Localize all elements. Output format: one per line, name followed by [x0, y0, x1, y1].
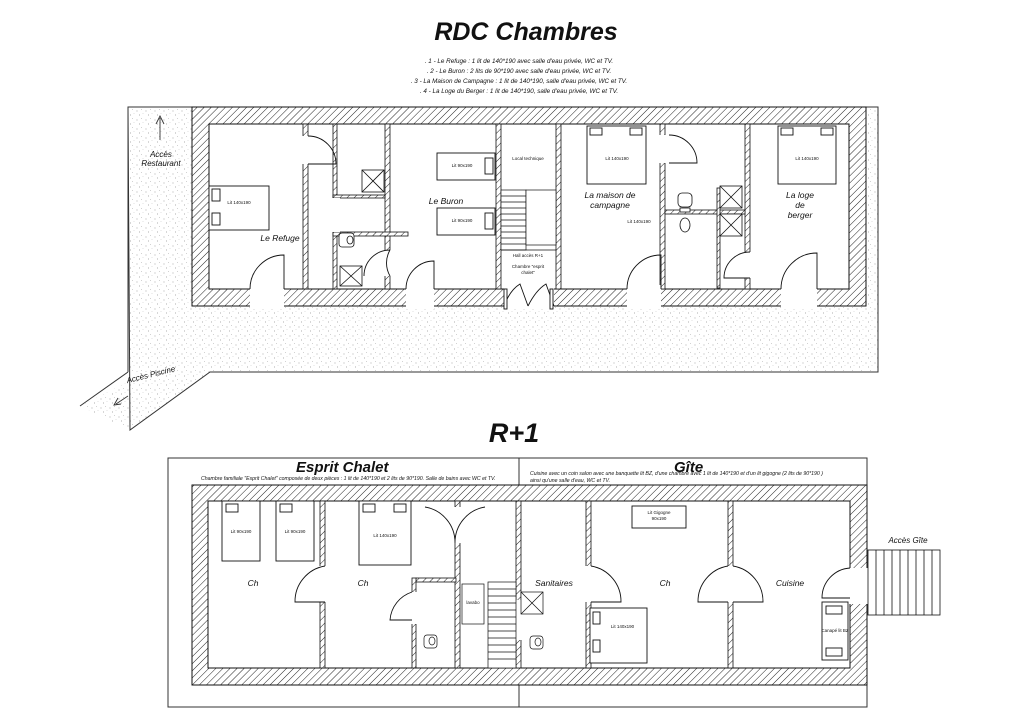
room-label-ch2: Ch — [357, 578, 369, 588]
local-technique-label: Local technique — [512, 156, 544, 161]
bed-label-refuge: Lit 140x190 — [227, 200, 251, 205]
bed-label-buron-2: Lit 90x190 — [451, 218, 473, 223]
bed-label-c: Lit 140x190 — [373, 533, 397, 538]
bed-label-loge: Lit 140x190 — [795, 156, 819, 161]
acces-gite-label: Accès Gîte — [888, 536, 928, 545]
room-label-buron: Le Buron — [428, 196, 464, 206]
room-label-ch1: Ch — [247, 578, 259, 588]
bed-label-canape: Canapé lit BZ — [821, 628, 849, 633]
hall-label: Hall accès R+1 — [512, 253, 544, 258]
room-label-refuge: Le Refuge — [260, 233, 300, 243]
acces-restaurant-1: Accès — [150, 150, 172, 159]
furniture-label: lavabo — [466, 600, 480, 605]
bed-label-d: Lit 140x190 — [610, 624, 635, 629]
bed-label-a: Lit 90x190 — [230, 529, 252, 534]
legend-line-4: . 4 - La Loge du Berger : 1 lit de 140*1… — [419, 88, 619, 95]
room-label-loge-1: La loge — [786, 190, 814, 200]
bed-label-maison-2: Lit 140x190 — [627, 219, 651, 224]
bed-label-gigogne-2: 90x190 — [651, 516, 667, 521]
room-label-maison-1: La maison de — [584, 190, 636, 200]
legend-line-1: . 1 - Le Refuge : 1 lit de 140*190 avec … — [424, 58, 614, 65]
gite-note-1: Cuisine avec un coin salon avec une banq… — [530, 471, 823, 477]
upper-floor-walls — [167, 457, 941, 708]
chambre-label-2: chalet" — [521, 270, 535, 275]
upper-floor-title: R+1 — [488, 418, 540, 448]
gite-title: Gîte — [674, 459, 704, 476]
esprit-chalet-note: Chambre familiale "Esprit Chalet" compos… — [201, 476, 496, 482]
acces-restaurant-2: Restaurant — [141, 159, 181, 168]
chambre-label-1: Chambre "esprit — [511, 264, 545, 269]
room-label-ch3: Ch — [659, 578, 671, 588]
esprit-chalet-title: Esprit Chalet — [296, 459, 389, 476]
bed-label-buron-1: Lit 90x190 — [451, 163, 473, 168]
room-label-cuisine: Cuisine — [775, 578, 805, 588]
bed-label-b: Lit 90x190 — [284, 529, 306, 534]
bed-label-gigogne-1: Lit Gigogne — [647, 510, 671, 515]
ground-floor-walls — [113, 106, 867, 406]
bed-label-maison-1: Lit 140x190 — [605, 156, 629, 161]
legend-line-3: . 3 - La Maison de Campagne : 1 lit de 1… — [410, 78, 628, 85]
ground-floor-title: RDC Chambres — [434, 18, 618, 46]
gite-note-2: ainsi qu'une salle d'eau, WC et TV. — [530, 478, 611, 484]
room-label-maison-2: campagne — [590, 200, 630, 210]
room-label-loge-2: de — [795, 200, 805, 210]
room-label-sanitaires: Sanitaires — [535, 578, 573, 588]
legend-line-2: . 2 - Le Buron : 2 lits de 90*190 avec s… — [426, 68, 612, 75]
room-label-loge-3: berger — [787, 210, 813, 220]
